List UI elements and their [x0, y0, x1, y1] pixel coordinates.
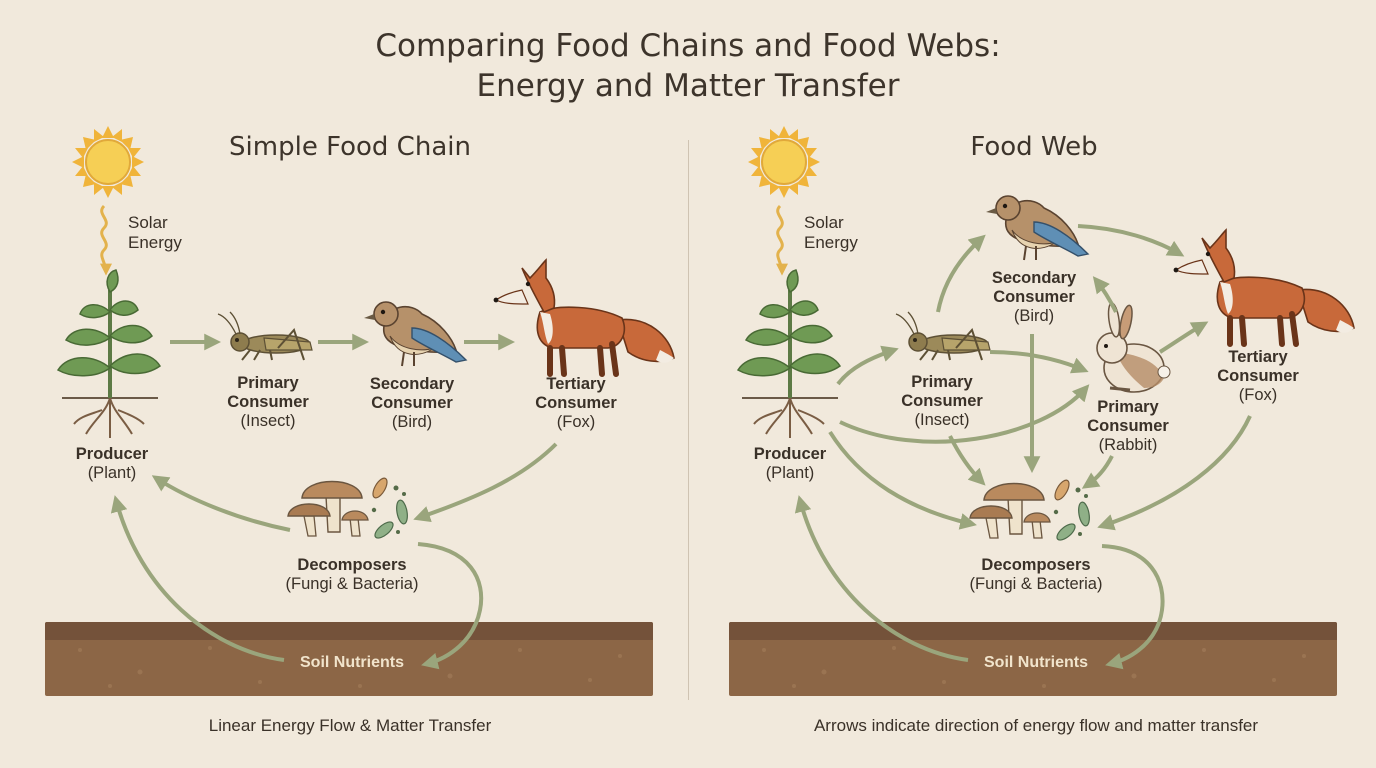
sun-icon: [747, 125, 821, 199]
fox-line-1: Tertiary: [1228, 348, 1288, 366]
solar-energy-arrow: [99, 204, 112, 276]
producer-sub: (Plant): [765, 464, 815, 482]
web-producer-label: Producer (Plant): [754, 445, 826, 483]
plant-icon: [56, 268, 162, 440]
web-bird-label: Secondary Consumer (Bird): [992, 269, 1076, 326]
chain-producer-label: Producer (Plant): [76, 445, 148, 483]
web-fox-label: Tertiary Consumer (Fox): [1217, 348, 1299, 405]
web-soil-layer: [729, 622, 1337, 696]
chain-soil-layer: [45, 622, 653, 696]
decomposers-sub: (Fungi & Bacteria): [969, 575, 1103, 593]
panel-divider: [688, 140, 689, 700]
plant-icon: [736, 268, 842, 440]
web-insect-label: Primary Consumer (Insect): [901, 373, 983, 430]
decomposers-sub: (Fungi & Bacteria): [285, 575, 419, 593]
tertiary-line-1: Tertiary: [546, 375, 606, 393]
solar-energy-arrow: [775, 204, 788, 276]
title-line-1: Comparing Food Chains and Food Webs:: [375, 28, 1001, 64]
sun-icon: [71, 125, 145, 199]
web-soil-nutrients-label: Soil Nutrients: [983, 654, 1089, 671]
chain-primary-label: Primary Consumer (Insect): [227, 374, 309, 431]
rabbit-icon: [1095, 300, 1172, 394]
chain-solar-energy-label: Solar Energy: [128, 213, 182, 253]
soil-texture: [78, 646, 1306, 688]
page-title: Comparing Food Chains and Food Webs: Ene…: [0, 26, 1376, 106]
web-rabbit-label: Primary Consumer (Rabbit): [1087, 398, 1169, 455]
web-arrows: [794, 224, 1252, 670]
tertiary-sub: (Fox): [556, 413, 596, 431]
tertiary-line-2: Consumer: [535, 394, 617, 412]
bird-icon: [985, 195, 1089, 261]
chain-panel-title: Simple Food Chain: [229, 132, 471, 162]
bird-line-1: Secondary: [991, 269, 1077, 287]
primary-line-2: Consumer: [227, 393, 309, 411]
solar-line-2: Energy: [128, 233, 182, 252]
secondary-line-1: Secondary: [369, 375, 455, 393]
solar-line-1: Solar: [804, 213, 844, 232]
bird-sub: (Bird): [1013, 307, 1055, 325]
web-decomposers-label: Decomposers (Fungi & Bacteria): [970, 556, 1103, 594]
secondary-line-2: Consumer: [371, 394, 453, 412]
title-line-2: Energy and Matter Transfer: [476, 68, 900, 104]
web-caption: Arrows indicate direction of energy flow…: [813, 716, 1259, 735]
bird-line-2: Consumer: [993, 288, 1075, 306]
insect-sub: (Insect): [914, 411, 970, 429]
grasshopper-icon: [895, 311, 991, 361]
web-solar-energy-label: Solar Energy: [804, 213, 858, 253]
rabbit-line-1: Primary: [1097, 398, 1159, 416]
producer-head: Producer: [75, 445, 149, 463]
chain-tertiary-label: Tertiary Consumer (Fox): [535, 375, 617, 432]
secondary-sub: (Bird): [391, 413, 433, 431]
solar-line-2: Energy: [804, 233, 858, 252]
chain-decomposers-label: Decomposers (Fungi & Bacteria): [286, 556, 419, 594]
fox-line-2: Consumer: [1217, 367, 1299, 385]
chain-secondary-label: Secondary Consumer (Bird): [370, 375, 454, 432]
fox-sub: (Fox): [1238, 386, 1278, 404]
bird-icon: [363, 301, 467, 367]
primary-sub: (Insect): [240, 412, 296, 430]
producer-head: Producer: [753, 445, 827, 463]
chain-arrows: [110, 333, 558, 670]
rabbit-sub: (Rabbit): [1098, 436, 1158, 454]
producer-sub: (Plant): [87, 464, 137, 482]
solar-line-1: Solar: [128, 213, 168, 232]
decomposers-icon: [287, 475, 410, 542]
chain-soil-nutrients-label: Soil Nutrients: [299, 654, 405, 671]
web-panel-title: Food Web: [970, 132, 1098, 162]
insect-line-2: Consumer: [901, 392, 983, 410]
decomposers-head: Decomposers: [981, 556, 1091, 574]
insect-line-1: Primary: [911, 373, 973, 391]
decomposers-icon: [969, 477, 1092, 544]
rabbit-line-2: Consumer: [1087, 417, 1169, 435]
fox-icon: [494, 260, 674, 374]
chain-caption: Linear Energy Flow & Matter Transfer: [208, 716, 492, 735]
decomposers-head: Decomposers: [297, 556, 407, 574]
primary-line-1: Primary: [237, 374, 299, 392]
grasshopper-icon: [217, 311, 313, 361]
